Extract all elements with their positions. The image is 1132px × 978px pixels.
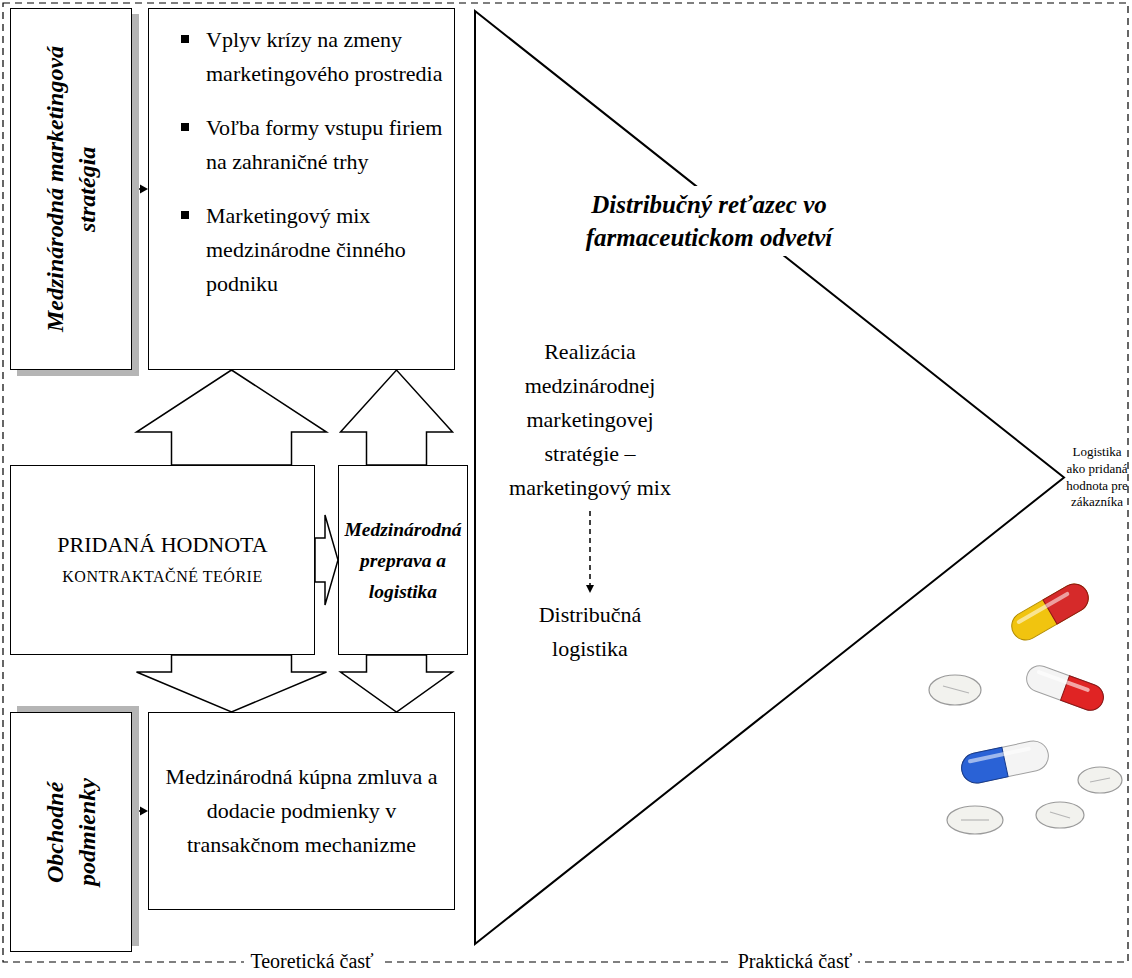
bullet-item: Vplyv krízy na zmeny marketingového pros… [181, 23, 454, 91]
box-text: KONTRAKTAČNÉ TEÓRIE [43, 562, 283, 592]
section-title: Medzinárodná marketingová stratégia [39, 24, 104, 354]
chevron-triangle [475, 11, 1064, 944]
capsule-shine [1036, 670, 1090, 693]
dashed-arrow-line [589, 511, 591, 586]
concept-box: PRIDANÁ HODNOTAKONTRAKTAČNÉ TEÓRIE [10, 465, 315, 655]
chain-text: Distribučná logistika [502, 598, 678, 666]
capsule-half [959, 738, 1051, 786]
tablet-body [929, 675, 981, 705]
section-title: Obchodné podmienky [39, 737, 104, 927]
bullet-square [181, 211, 189, 219]
capsule-red-yellow [1007, 579, 1094, 645]
section-label-box: Medzinárodná marketingová stratégia [10, 8, 132, 370]
arrow [132, 185, 148, 194]
bullet-square [181, 123, 189, 131]
contract-box: Medzinárodná kúpna zmluva a dodacie podm… [148, 712, 455, 910]
capsule-half [1007, 579, 1094, 645]
bullet-square [181, 35, 189, 43]
chain-title: Distribučný reťazec vo farmaceutickom od… [524, 186, 894, 256]
box-text: Medzinárodná preprava a logistika [344, 514, 462, 607]
tablet-score [1050, 812, 1070, 818]
chain-text: Realizácia medzinárodnej marketingovej s… [502, 335, 678, 505]
section-label-box: Obchodné podmienky [10, 712, 132, 952]
block-arrow [341, 655, 453, 712]
tablet-body [1078, 767, 1122, 793]
bullet-text: Voľba formy vstupu firiem na zahraničné … [206, 111, 446, 179]
annotation: Logistika ako pridaná hodnota pre zákazn… [1066, 444, 1128, 512]
tablet [1036, 802, 1084, 828]
block-arrow [315, 515, 338, 605]
capsule-shine [968, 746, 1031, 763]
capsule-blue-white [959, 738, 1051, 786]
dashed-frame [3, 3, 1128, 962]
section-caption: Teoretická časť [244, 950, 379, 973]
bullet-text: Vplyv krízy na zmeny marketingového pros… [206, 23, 446, 91]
capsule-red-white [1023, 662, 1107, 714]
box-text: Medzinárodná kúpna zmluva a dodacie podm… [162, 760, 442, 862]
block-arrow [137, 370, 327, 465]
tablet-score [1090, 778, 1110, 782]
bullet-item: Voľba formy vstupu firiem na zahraničné … [181, 111, 454, 179]
capsule-shine [1016, 591, 1070, 624]
bullet-item: Marketingový mix medzinárodne činného po… [181, 199, 454, 301]
box-text: PRIDANÁ HODNOTA [43, 528, 283, 562]
block-arrow [137, 655, 327, 712]
tablet [929, 675, 981, 705]
tablet-score [961, 819, 989, 820]
transport-box: Medzinárodná preprava a logistika [338, 465, 468, 655]
tablet-score [943, 686, 969, 693]
section-caption: Praktická časť [732, 950, 859, 973]
capsule-half [1023, 662, 1107, 714]
tablet [947, 806, 1003, 834]
tablet [1078, 767, 1122, 793]
bullet-text: Marketingový mix medzinárodne činného po… [206, 199, 446, 301]
dashed-arrow-head [586, 585, 594, 593]
block-arrow [341, 370, 453, 465]
content-box: Vplyv krízy na zmeny marketingového pros… [148, 8, 455, 370]
arrow [132, 807, 148, 816]
chevron-shape: Distribučný reťazec vo farmaceutickom od… [474, 10, 1065, 945]
tablet-body [947, 806, 1003, 834]
tablet-body [1036, 802, 1084, 828]
